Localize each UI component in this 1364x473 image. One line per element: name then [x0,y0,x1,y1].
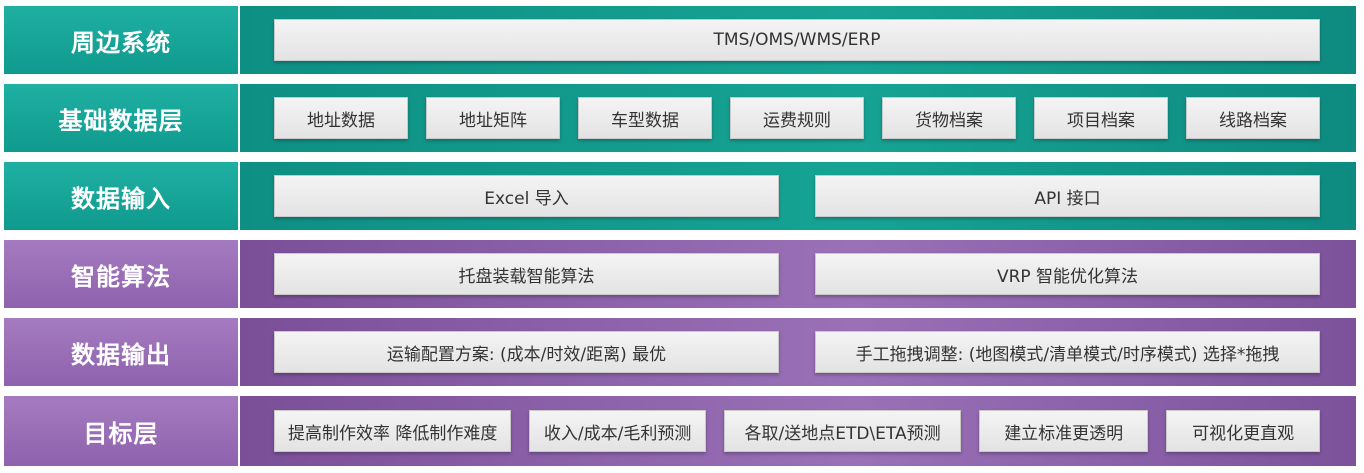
item-box: 各取/送地点ETD\ETA预测 [723,410,962,452]
item-box: 线路档案 [1186,97,1320,139]
layer-items: 运输配置方案: (成本/时效/距离) 最优 手工拖拽调整: (地图模式/清单模式… [274,318,1320,386]
layer-smart-algorithm: 智能算法 托盘装载智能算法 VRP 智能优化算法 [4,240,1356,308]
item-box: TMS/OMS/WMS/ERP [274,19,1320,61]
layer-label: 目标层 [4,396,238,466]
layer-items: Excel 导入 API 接口 [274,162,1320,230]
item-box: 货物档案 [882,97,1016,139]
item-box: 托盘装载智能算法 [274,253,779,295]
item-box: 地址数据 [274,97,408,139]
item-box: 提高制作效率 降低制作难度 [274,410,512,452]
layer-goals: 目标层 提高制作效率 降低制作难度 收入/成本/毛利预测 各取/送地点ETD\E… [4,396,1356,466]
item-box: 项目档案 [1034,97,1168,139]
layer-panel: 提高制作效率 降低制作难度 收入/成本/毛利预测 各取/送地点ETD\ETA预测… [240,396,1356,466]
item-box: 车型数据 [578,97,712,139]
item-box: 地址矩阵 [426,97,560,139]
layer-panel: 托盘装载智能算法 VRP 智能优化算法 [240,240,1356,308]
item-box: 运费规则 [730,97,864,139]
item-box: 手工拖拽调整: (地图模式/清单模式/时序模式) 选择*拖拽 [815,331,1320,373]
layer-panel: TMS/OMS/WMS/ERP [240,6,1356,74]
item-box: 可视化更直观 [1166,410,1320,452]
layer-items: TMS/OMS/WMS/ERP [274,6,1320,74]
layer-base-data: 基础数据层 地址数据 地址矩阵 车型数据 运费规则 货物档案 项目档案 线路档案 [4,84,1356,152]
layer-panel: 运输配置方案: (成本/时效/距离) 最优 手工拖拽调整: (地图模式/清单模式… [240,318,1356,386]
layer-items: 提高制作效率 降低制作难度 收入/成本/毛利预测 各取/送地点ETD\ETA预测… [274,396,1320,466]
layer-label: 周边系统 [4,6,238,74]
layer-peripheral-systems: 周边系统 TMS/OMS/WMS/ERP [4,6,1356,74]
layer-label: 数据输入 [4,162,238,230]
item-box: VRP 智能优化算法 [815,253,1320,295]
layer-items: 地址数据 地址矩阵 车型数据 运费规则 货物档案 项目档案 线路档案 [274,84,1320,152]
layer-label: 智能算法 [4,240,238,308]
layer-items: 托盘装载智能算法 VRP 智能优化算法 [274,240,1320,308]
item-box: Excel 导入 [274,175,779,217]
item-box: 建立标准更透明 [979,410,1149,452]
item-box: API 接口 [815,175,1320,217]
layer-panel: Excel 导入 API 接口 [240,162,1356,230]
layer-panel: 地址数据 地址矩阵 车型数据 运费规则 货物档案 项目档案 线路档案 [240,84,1356,152]
layer-label: 数据输出 [4,318,238,386]
item-box: 运输配置方案: (成本/时效/距离) 最优 [274,331,779,373]
layer-data-output: 数据输出 运输配置方案: (成本/时效/距离) 最优 手工拖拽调整: (地图模式… [4,318,1356,386]
layer-data-input: 数据输入 Excel 导入 API 接口 [4,162,1356,230]
layer-label: 基础数据层 [4,84,238,152]
item-box: 收入/成本/毛利预测 [529,410,706,452]
